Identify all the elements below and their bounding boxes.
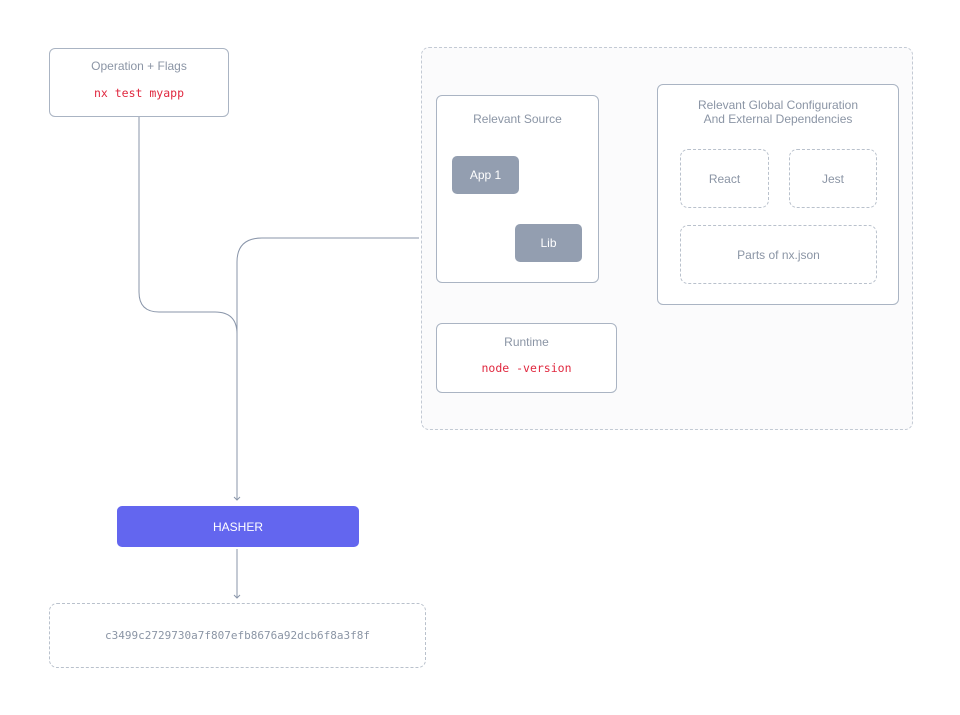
- operation-command: nx test myapp: [93, 86, 184, 100]
- hasher-block: HASHER: [117, 506, 359, 547]
- app1-node: App 1: [452, 156, 519, 194]
- operation-flags-box: Operation + Flags nx test myapp: [49, 48, 229, 117]
- nx-json-config: Parts of nx.json: [680, 225, 877, 284]
- lib-node: Lib: [515, 224, 582, 262]
- jest-label: Jest: [821, 171, 844, 186]
- runtime-command: node -version: [481, 361, 572, 375]
- hash-output-box: c3499c2729730a7f807efb8676a92dcb6f8a3f8f: [49, 603, 426, 668]
- runtime-box: Runtime node -version: [436, 323, 617, 393]
- jest-dependency: Jest: [789, 149, 877, 208]
- runtime-title: Runtime: [504, 335, 549, 349]
- react-dependency: React: [680, 149, 769, 208]
- inputs-to-hasher-line: [236, 237, 419, 500]
- operation-to-hasher-line: [138, 117, 241, 501]
- operation-flags-title: Operation + Flags: [91, 59, 187, 73]
- global-config-title-line2: And External Dependencies: [703, 112, 853, 126]
- react-label: React: [708, 171, 741, 186]
- global-config-title-line1: Relevant Global Configuration: [697, 98, 859, 112]
- nx-json-label: Parts of nx.json: [737, 247, 820, 262]
- hash-output-value: c3499c2729730a7f807efb8676a92dcb6f8a3f8f: [105, 629, 370, 642]
- relevant-source-title: Relevant Source: [473, 112, 562, 126]
